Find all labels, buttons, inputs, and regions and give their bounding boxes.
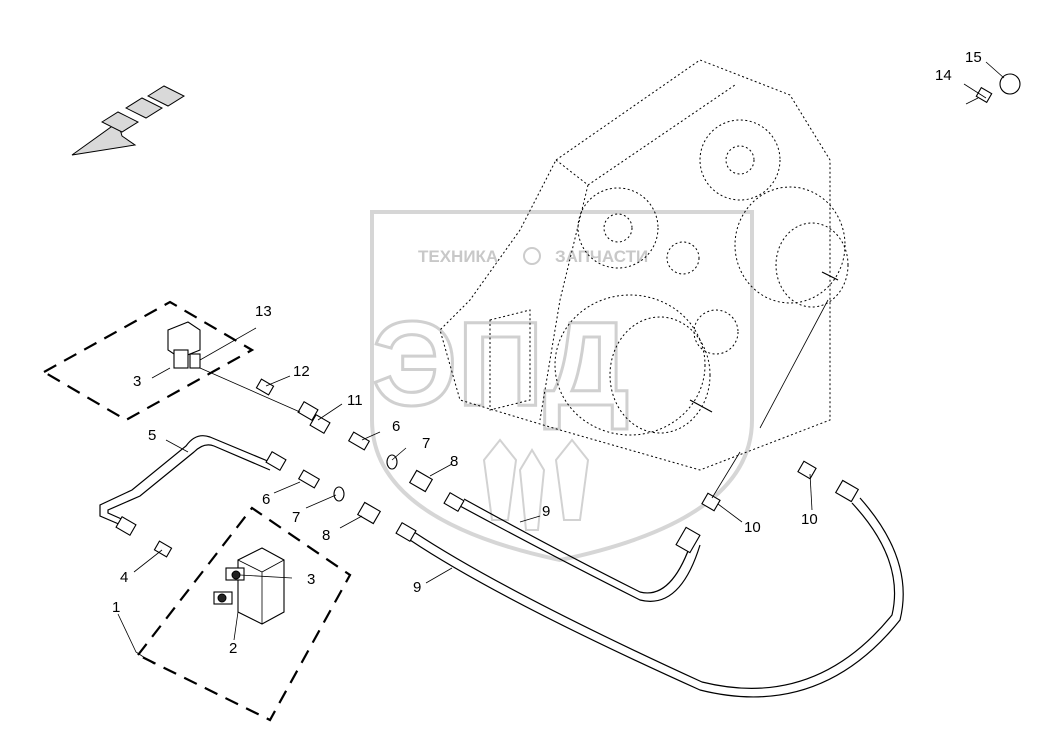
callout-11: 11: [347, 392, 363, 409]
group-box-1: [136, 506, 352, 722]
callout-2: 2: [229, 640, 237, 657]
callout-7-upper: 7: [422, 435, 430, 452]
leader-lines: [117, 61, 1005, 665]
callout-6-lower: 6: [262, 491, 270, 508]
callout-1: 1: [112, 599, 120, 616]
callout-10-right: 10: [801, 511, 818, 528]
watermark: ТЕХНИКА ЗАПЧАСТИ ЭПД: [370, 210, 754, 563]
gearbox-housing: [439, 59, 849, 471]
hose-9-upper: [459, 498, 701, 602]
callout-8-upper: 8: [450, 453, 458, 470]
callout-14: 14: [935, 67, 952, 84]
callout-7-lower: 7: [292, 509, 300, 526]
callout-8-lower: 8: [322, 527, 330, 544]
callout-10-left: 10: [744, 519, 761, 536]
group-box-13: [41, 300, 255, 422]
hose-9-lower: [409, 497, 904, 698]
callout-13: 13: [255, 303, 272, 320]
callout-9-lower: 9: [413, 579, 421, 596]
solenoid-valve-3-upper: [167, 321, 201, 369]
watermark-right-word: ЗАПЧАСТИ: [555, 247, 648, 266]
callout-6-upper: 6: [392, 418, 400, 435]
callout-3-upper: 3: [133, 373, 141, 390]
callout-labels: 1 2 3 3 4 5 6 6 7 7 8 8 9 9 10 10 11 12 …: [112, 49, 982, 657]
callout-9-upper: 9: [542, 503, 550, 520]
direction-arrow-icon: [71, 85, 186, 156]
watermark-logo-letters: ЭПД: [372, 297, 629, 431]
callout-15: 15: [965, 49, 982, 66]
callout-3-lower: 3: [307, 571, 315, 588]
callout-5: 5: [148, 427, 156, 444]
callout-4: 4: [120, 569, 128, 586]
fittings: [115, 73, 1021, 558]
watermark-gear-icon: [523, 247, 541, 265]
watermark-wheat-icon: [482, 438, 590, 531]
callout-12: 12: [293, 363, 310, 380]
pipe-5: [99, 435, 271, 529]
valve-block-1: [213, 547, 285, 625]
watermark-left-word: ТЕХНИКА: [418, 247, 498, 266]
